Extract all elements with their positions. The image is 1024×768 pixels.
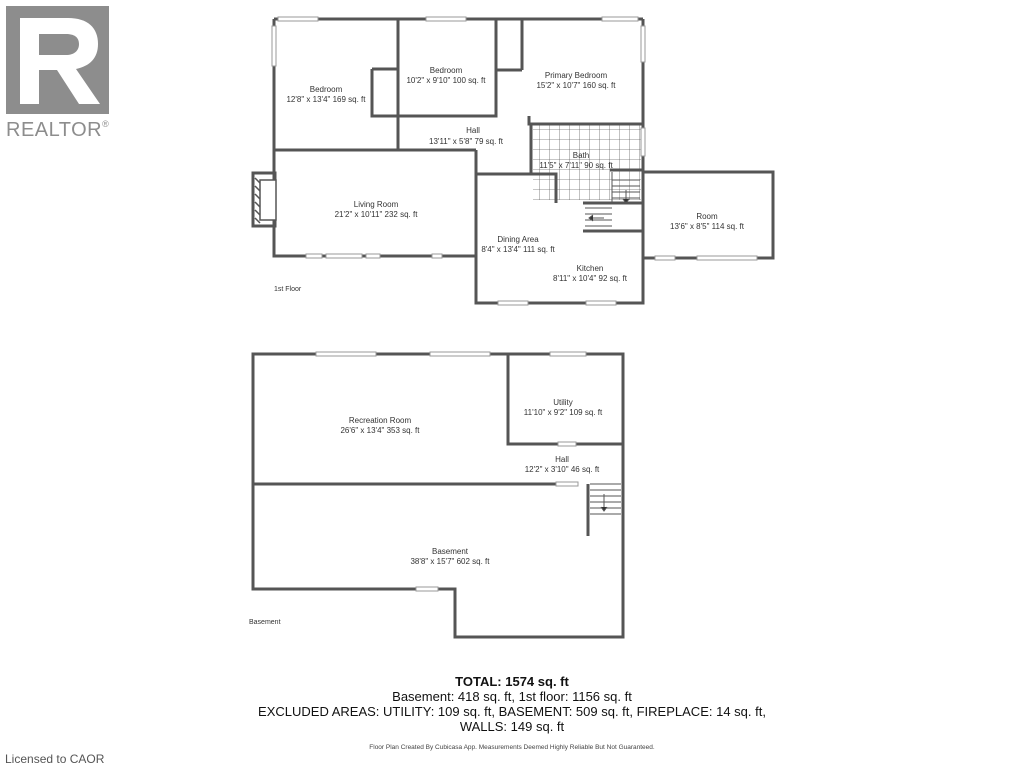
wall bbox=[476, 172, 558, 203]
room-dims: 21'2" x 10'11" 232 sq. ft bbox=[335, 210, 419, 219]
realtor-logo: REALTOR® bbox=[6, 6, 118, 141]
first-floor-labels: Bedroom 12'8" x 13'4" 169 sq. ft Bedroom… bbox=[274, 66, 745, 293]
excluded-areas: EXCLUDED AREAS: UTILITY: 109 sq. ft, BAS… bbox=[258, 704, 766, 719]
disclaimer: Floor Plan Created By Cubicasa App. Meas… bbox=[369, 744, 655, 751]
room-name: Bath bbox=[573, 151, 589, 160]
room-name: Recreation Room bbox=[349, 416, 412, 425]
room-dims: 13'6" x 8'5" 114 sq. ft bbox=[670, 222, 745, 231]
fireplace-hatch bbox=[254, 177, 277, 224]
floor-plan: Bedroom 12'8" x 13'4" 169 sq. ft Bedroom… bbox=[249, 16, 775, 639]
room-name: Hall bbox=[466, 126, 480, 135]
room-name: Utility bbox=[553, 398, 573, 407]
room-dims: 13'11" x 5'8" 79 sq. ft bbox=[429, 137, 504, 146]
room-name: Living Room bbox=[354, 200, 399, 209]
walls-area: WALLS: 149 sq. ft bbox=[459, 719, 565, 734]
room-name: Hall bbox=[555, 455, 569, 464]
wall bbox=[527, 116, 643, 126]
floor-label-basement: Basement bbox=[249, 619, 281, 626]
room-name: Bedroom bbox=[430, 66, 463, 75]
room-name: Kitchen bbox=[577, 264, 604, 273]
license-watermark: Licensed to CAOR bbox=[5, 752, 105, 766]
floor-areas: Basement: 418 sq. ft, 1st floor: 1156 sq… bbox=[392, 689, 632, 704]
basement-labels: Recreation Room 26'6" x 13'4" 353 sq. ft… bbox=[249, 398, 603, 626]
windows-first bbox=[271, 16, 758, 306]
stairs-basement bbox=[590, 483, 621, 515]
first-floor-plan bbox=[251, 17, 775, 305]
room-name: Room bbox=[696, 212, 718, 221]
wall bbox=[474, 150, 645, 305]
room-dims: 38'8" x 15'7" 602 sq. ft bbox=[410, 557, 490, 566]
wall bbox=[251, 352, 625, 639]
room-name: Primary Bedroom bbox=[545, 71, 608, 80]
room-dims: 8'4" x 13'4" 111 sq. ft bbox=[481, 245, 555, 254]
realtor-r-icon bbox=[20, 18, 100, 104]
room-name: Dining Area bbox=[497, 235, 539, 244]
room-dims: 12'2" x 3'10" 46 sq. ft bbox=[525, 465, 600, 474]
bath-tile-floor bbox=[533, 124, 641, 200]
room-name: Bedroom bbox=[310, 85, 343, 94]
floor-label-first: 1st Floor bbox=[274, 286, 302, 293]
room-dims: 11'5" x 7'11" 90 sq. ft bbox=[539, 161, 613, 170]
room-dims: 15'2" x 10'7" 160 sq. ft bbox=[536, 81, 616, 90]
room-dims: 8'11" x 10'4" 92 sq. ft bbox=[553, 274, 628, 283]
room-name: Basement bbox=[432, 547, 469, 556]
room-dims: 12'8" x 13'4" 169 sq. ft bbox=[286, 95, 366, 104]
room-dims: 26'6" x 13'4" 353 sq. ft bbox=[340, 426, 420, 435]
stairs-first bbox=[585, 172, 640, 227]
wall bbox=[641, 170, 775, 260]
realtor-logo-text: REALTOR® bbox=[6, 119, 110, 141]
room-dims: 11'10" x 9'2" 109 sq. ft bbox=[524, 408, 603, 417]
total-area: TOTAL: 1574 sq. ft bbox=[455, 674, 569, 689]
windows-basement bbox=[315, 351, 587, 592]
realtor-logo-mark bbox=[6, 6, 109, 114]
room-dims: 10'2" x 9'10" 100 sq. ft bbox=[406, 76, 486, 85]
wall bbox=[506, 354, 623, 446]
wall bbox=[370, 69, 398, 118]
basement-plan bbox=[251, 352, 625, 639]
